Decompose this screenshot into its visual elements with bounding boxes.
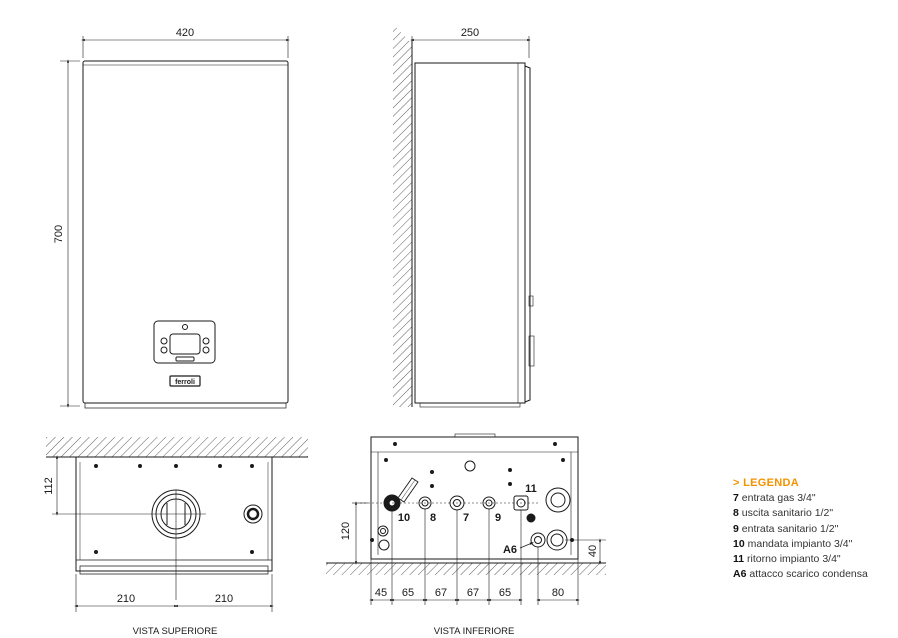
legend-item: 11 ritorno impianto 3/4" [733,553,841,566]
top-view [46,437,308,612]
front-view [60,36,290,409]
brand-logo [169,375,201,387]
label-9: 9 [495,512,501,524]
label-7: 7 [463,512,469,524]
label-10: 10 [398,512,410,524]
label-11: 11 [525,483,537,495]
bottom-dim-3: 67 [435,587,447,599]
bottom-dim-6: 80 [552,587,564,599]
bottom-condensa-dim: 40 [587,545,599,557]
boiler-front-body [82,60,289,404]
legend-item: 8 uscita sanitario 1/2" [733,507,834,520]
boiler-side-body [414,62,526,404]
bottom-view [326,433,606,605]
bottom-dim-5: 65 [499,587,511,599]
bottom-dim-2: 65 [402,587,414,599]
bottom-view-caption: VISTA INFERIORE [434,626,515,637]
legend-item: A6 attacco scarico condensa [733,568,868,581]
legend: > LEGENDA 7 entrata gas 3/4" 8 uscita sa… [733,476,893,582]
side-view [393,24,535,408]
legend-item: 9 entrata sanitario 1/2" [733,522,839,535]
legend-item: 10 mandata impianto 3/4" [733,537,853,550]
front-width-dim: 420 [176,27,194,39]
fitting-a6 [530,532,546,548]
bottom-dim-4: 67 [467,587,479,599]
legend-item: 7 entrata gas 3/4" [733,492,816,505]
top-dim-right: 210 [215,593,233,605]
top-view-caption: VISTA SUPERIORE [133,626,218,637]
air-intake [243,504,263,524]
bottom-dim-1: 45 [375,587,387,599]
brand-logo-text: ferroli [175,379,195,386]
side-depth-dim: 250 [461,27,479,39]
legend-title: > LEGENDA [733,477,799,489]
top-depth-dim: 112 [43,477,55,495]
label-8: 8 [430,512,436,524]
top-dim-left: 210 [117,593,135,605]
label-a6: A6 [503,544,517,556]
condensate-trap [545,487,571,513]
front-height-dim: 700 [53,225,65,243]
bottom-height-dim: 120 [340,522,352,540]
control-panel [153,320,216,364]
